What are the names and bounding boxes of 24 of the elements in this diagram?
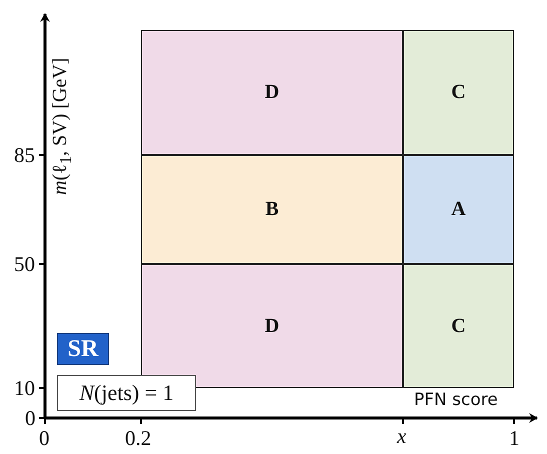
axis-title: PFN score bbox=[414, 392, 498, 409]
region-letter: C bbox=[451, 81, 466, 104]
region-letter: A bbox=[451, 198, 466, 221]
tick-label: x bbox=[397, 426, 406, 447]
tick-label: 0.2 bbox=[125, 428, 152, 449]
region-letter: D bbox=[264, 314, 280, 338]
selection-box bbox=[57, 375, 196, 411]
region-letter: D bbox=[264, 81, 280, 104]
region-box bbox=[403, 264, 514, 388]
region-letter: C bbox=[451, 314, 466, 338]
region-box bbox=[141, 30, 403, 155]
tick-label: 85 bbox=[14, 145, 35, 166]
region-box bbox=[403, 155, 514, 264]
region-letter: B bbox=[265, 198, 279, 221]
tick-label: 0 bbox=[25, 408, 36, 429]
region-box bbox=[141, 155, 403, 264]
tick-label: 50 bbox=[14, 254, 35, 275]
tick-label: 0 bbox=[39, 428, 50, 449]
tick-label: 10 bbox=[14, 378, 35, 399]
tag-text: SR bbox=[68, 336, 98, 362]
selection-text: N(jets) = 1 bbox=[79, 380, 174, 406]
region-box bbox=[403, 30, 514, 155]
tick-label: 1 bbox=[509, 428, 520, 449]
region-tag bbox=[57, 333, 109, 365]
